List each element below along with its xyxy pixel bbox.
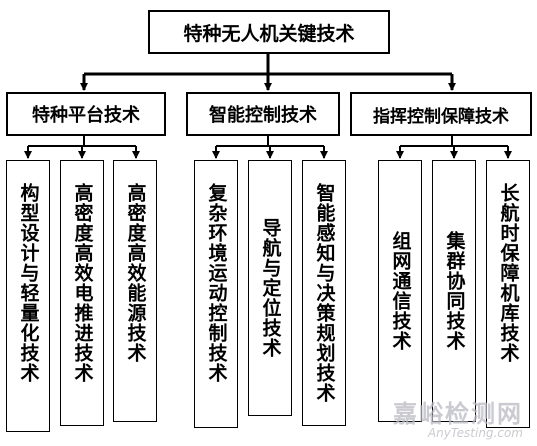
leaf-node: 长航时保障机库技术 xyxy=(486,160,530,428)
category-intelligent-control: 智能控制技术 xyxy=(186,92,340,136)
root-label: 特种无人机关键技术 xyxy=(183,22,355,45)
leaf-label: 长航时保障机库技术 xyxy=(497,183,520,363)
category-label: 智能控制技术 xyxy=(209,105,317,126)
category-label: 指挥控制保障技术 xyxy=(373,106,509,127)
root-node: 特种无人机关键技术 xyxy=(148,10,390,54)
leaf-label: 高密度高效能源技术 xyxy=(124,183,147,363)
leaf-node: 集群协同技术 xyxy=(432,160,476,422)
leaf-node: 组网通信技术 xyxy=(378,160,422,422)
leaf-node: 复杂环境运动控制技术 xyxy=(194,160,238,428)
leaf-node: 构型设计与轻量化技术 xyxy=(6,160,50,432)
leaf-node: 智能感知与决策规划技术 xyxy=(302,160,346,426)
leaf-node: 导航与定位技术 xyxy=(248,160,292,416)
leaf-label: 集群协同技术 xyxy=(443,231,466,351)
leaf-label: 组网通信技术 xyxy=(389,231,412,351)
leaf-node: 高密度高效能源技术 xyxy=(113,160,157,422)
leaf-node: 高密度高效电推进技术 xyxy=(60,160,104,426)
leaf-label: 复杂环境运动控制技术 xyxy=(205,183,228,383)
leaf-label: 导航与定位技术 xyxy=(259,218,282,358)
leaf-label: 构型设计与轻量化技术 xyxy=(17,183,40,383)
leaf-label: 智能感知与决策规划技术 xyxy=(313,183,336,403)
category-platform-tech: 特种平台技术 xyxy=(6,92,166,136)
category-label: 特种平台技术 xyxy=(32,105,140,126)
leaf-label: 高密度高效电推进技术 xyxy=(71,183,94,383)
category-command-support: 指挥控制保障技术 xyxy=(350,92,532,136)
